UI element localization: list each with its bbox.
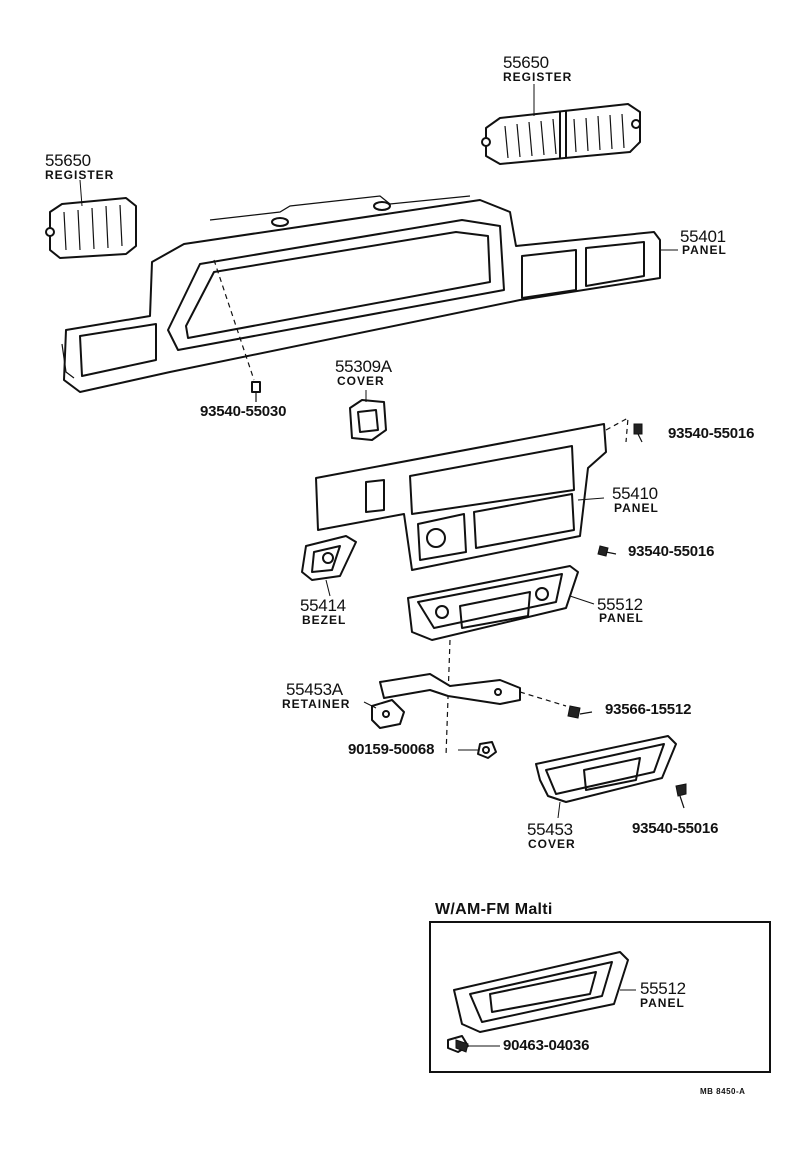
cover-55453-number: 55453: [527, 820, 573, 839]
register-right-name: REGISTER: [503, 70, 573, 84]
inset-panel-name: PANEL: [640, 996, 685, 1010]
panel-55410-drawing: [315, 416, 629, 571]
screw-15512-drawing: [567, 705, 593, 719]
register-right-number: 55650: [503, 53, 549, 72]
leader-dashed-center: [445, 639, 451, 757]
footer-code: MB 8450-A: [700, 1087, 746, 1096]
nut-50068-drawing: [458, 741, 497, 759]
inset-clip-number: 90463-04036: [503, 1037, 590, 1054]
screw-55030-drawing: [213, 259, 261, 402]
screw-15512-number: 93566-15512: [605, 701, 692, 718]
retainer-55453a-drawing: [363, 673, 567, 729]
panel-55512-number: 55512: [597, 595, 643, 614]
inset-title: W/AM-FM Malti: [435, 901, 553, 918]
panel-55401-name: PANEL: [682, 243, 727, 257]
screw-55016-c-number: 93540-55016: [632, 820, 719, 837]
register-left-number: 55650: [45, 151, 91, 170]
cover-55309a-name: COVER: [337, 374, 385, 388]
panel-55401-number: 55401: [680, 227, 726, 246]
bezel-55414-number: 55414: [300, 596, 346, 615]
register-left-drawing: [45, 179, 137, 259]
register-left-name: REGISTER: [45, 168, 115, 182]
screw-55016-b-drawing: [597, 545, 617, 557]
screw-55016-a-number: 93540-55016: [668, 425, 755, 442]
bezel-55414-drawing: [301, 535, 357, 597]
inset-box-drawing: [429, 921, 771, 1073]
cover-55453-name: COVER: [528, 837, 576, 851]
panel-55512-name: PANEL: [599, 611, 644, 625]
bezel-55414-name: BEZEL: [302, 613, 347, 627]
cover-55309a-number: 55309A: [335, 357, 392, 376]
panel-55410-number: 55410: [612, 484, 658, 503]
inset-panel-number: 55512: [640, 979, 686, 998]
screw-55016-b-number: 93540-55016: [628, 543, 715, 560]
panel-55401-drawing: [61, 195, 678, 393]
cover-55309a-drawing: [349, 390, 387, 441]
cover-55453-drawing: [535, 735, 677, 819]
panel-55410-name: PANEL: [614, 501, 659, 515]
nut-50068-number: 90159-50068: [348, 741, 435, 758]
panel-55512-drawing: [407, 565, 595, 641]
screw-55016-a-drawing: [633, 423, 643, 443]
register-right-drawing: [481, 84, 641, 165]
retainer-55453a-name: RETAINER: [282, 697, 351, 711]
screw-55016-c-drawing: [675, 783, 687, 809]
screw-55030-number: 93540-55030: [200, 403, 287, 420]
retainer-55453a-number: 55453A: [286, 680, 343, 699]
